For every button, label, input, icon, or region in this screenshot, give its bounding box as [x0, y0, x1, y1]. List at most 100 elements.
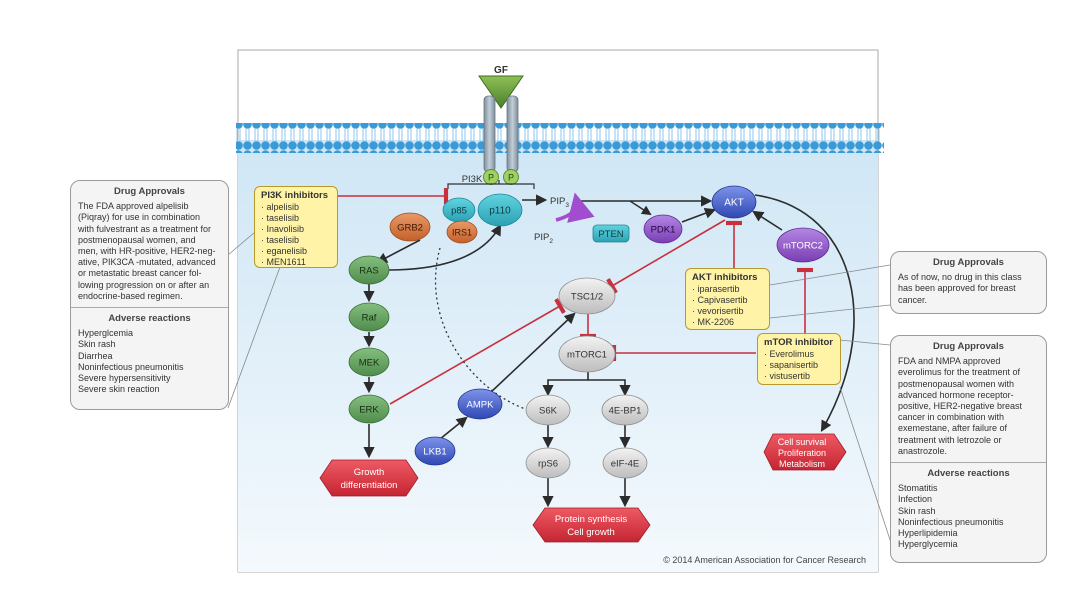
copyright-text: © 2014 American Association for Cancer R… — [663, 555, 866, 565]
left-callout-pointer-top — [227, 231, 256, 256]
protein-synthesis-outcome — [532, 507, 651, 543]
pten-label: PTEN — [598, 229, 623, 240]
cell-survival-outcome — [763, 433, 847, 471]
pi3k-adverse-item: Hyperglcemia — [78, 328, 134, 339]
mtor-adverse-list: Stomatitis Infection Skin rash Noninfect… — [898, 483, 1039, 550]
akt-approvals-title: Drug Approvals — [933, 257, 1004, 268]
ampk-to-tsc-arrow — [489, 312, 576, 394]
akt-callout-pointer-top — [769, 264, 891, 286]
mtor-inhibitors-title: mTOR inhibitor — [764, 337, 833, 348]
mtorc1-label: mTORC1 — [567, 350, 607, 361]
eif4e-label: eIF-4E — [611, 459, 640, 470]
s6k-node — [525, 394, 571, 426]
akt-inhibitor-item: MK-2206 — [692, 317, 763, 328]
tsc-label: TSC1/2 — [571, 292, 603, 303]
mtor-callout-pointer-top — [839, 339, 891, 346]
grb2-label: GRB2 — [397, 223, 423, 234]
proliferation-label: Proliferation — [778, 448, 826, 458]
raf-node — [348, 302, 390, 332]
phosphate-left-label: P — [488, 173, 494, 183]
mtor-adverse-item: Noninfectious pneumonitis — [898, 516, 1004, 527]
mtor-approvals-line: advanced hormone receptor- — [898, 389, 1014, 400]
cell-membrane — [236, 123, 884, 153]
pi3k-adverse-list: Hyperglcemia Skin rash Diarrhea Noninfec… — [78, 328, 221, 395]
mtor-approvals-section: Drug Approvals FDA and NMPA approved eve… — [891, 336, 1046, 462]
s6k-label: S6K — [539, 406, 558, 417]
pi3k-adverse-item: Severe hypersensitivity — [78, 373, 171, 384]
ampk-node — [457, 388, 503, 420]
akt-approvals-line: has been approved for breast — [898, 283, 1016, 294]
mtorc2-to-akt-arrow — [752, 210, 783, 231]
pi3k-approvals-line: or metastatic breast cancer fol- — [78, 268, 202, 279]
erk-inhibits-tsc — [389, 298, 566, 405]
pi3k-inhibitor-item: taselisib — [261, 213, 331, 224]
mtor-approvals-line: anastrozole. — [898, 445, 948, 456]
ampk-label: AMPK — [467, 400, 495, 411]
p110-label: p110 — [489, 206, 511, 217]
mtor-adverse-section: Adverse reactions Stomatitis Infection S… — [891, 462, 1046, 555]
mtor-inhibitors-list: Everolimus sapanisertib vistusertib — [764, 349, 834, 382]
pi3k-bracket — [447, 180, 535, 189]
receptor-left-chain — [483, 95, 496, 173]
connectors — [227, 188, 896, 556]
phosphate-right-label: P — [508, 173, 514, 183]
nodes: GF P P PI3K p85 p110 IRS1 GRB2 RAS Raf M… — [319, 65, 866, 565]
pi3k-approvals-title: Drug Approvals — [114, 186, 185, 197]
ras-label: RAS — [359, 266, 379, 277]
mtor-approvals-line: FDA and NMPA approved — [898, 356, 1001, 367]
growth-differentiation-outcome — [319, 459, 419, 497]
gf-label: GF — [494, 65, 508, 76]
mtor-approvals-line: exemestane, after failure of — [898, 423, 1008, 434]
growth-label: Growth — [354, 467, 385, 478]
pi3k-adverse-item: Severe skin reaction — [78, 384, 160, 395]
pi3k-approvals-line: ative, PIK3CA -mutated, advanced — [78, 257, 216, 268]
pi3k-approvals-line: men, with HR-positive, HER2-neg- — [78, 246, 216, 257]
ras-to-p110-arrow — [387, 224, 502, 271]
pi3k-inhibitor-item: alpelisib — [261, 202, 331, 213]
akt-callout-pointer-bottom — [769, 304, 891, 319]
p85-label: p85 — [451, 206, 467, 217]
pi3k-drug-approvals-callout: Drug Approvals The FDA approved alpelisi… — [70, 180, 229, 410]
pi3k-inhibitor-item: taselisib — [261, 235, 331, 246]
pi3k-adverse-item: Noninfectious pneumonitis — [78, 361, 184, 372]
pi3k-adverse-title: Adverse reactions — [108, 313, 191, 325]
akt-inhibitors-list: iparasertib Capivasertib vevorisertib MK… — [692, 284, 763, 328]
mtor-inhibitor-item: vistusertib — [764, 371, 834, 382]
differentiation-label: differentiation — [341, 480, 398, 491]
mtorc1-node — [558, 335, 616, 373]
protein-synthesis-label: Protein synthesis — [555, 514, 628, 525]
lkb1-label: LKB1 — [423, 447, 446, 458]
mtor-approvals-line: cancer in combination with — [898, 412, 1005, 423]
pip2-label: PIP2 — [534, 232, 553, 245]
4ebp1-node — [601, 394, 649, 426]
p110-node — [477, 193, 523, 227]
raf-label: Raf — [362, 313, 377, 324]
s6k-irs1-feedback — [434, 247, 529, 411]
eif4e-node — [602, 447, 648, 479]
pi3k-adverse-section: Adverse reactions Hyperglcemia Skin rash… — [71, 307, 228, 400]
cell-survival-label: Cell survival — [778, 437, 827, 447]
erk-node — [348, 394, 390, 424]
left-callout-pointer-bottom — [227, 266, 281, 409]
mtor-adverse-item: Hyperglycemia — [898, 539, 958, 550]
akt-approvals-line: cancer. — [898, 294, 928, 305]
grb2-to-ras-arrow — [376, 239, 421, 264]
pi3k-approvals-line: lowing progression on or after an — [78, 279, 210, 290]
akt-approvals-line: As of now, no drug in this class — [898, 272, 1022, 283]
mtorc1-to-4ebp1-arrow — [588, 379, 631, 397]
pi3k-inhibitor-item: eganelisib — [261, 246, 331, 257]
mtor-approvals-title: Drug Approvals — [933, 341, 1004, 352]
pdk1-to-akt-arrow — [681, 207, 717, 223]
pi3k-inhibitors-box: PI3K inhibitors alpelisib taselisib Inav… — [254, 186, 338, 268]
pdk1-label: PDK1 — [651, 225, 676, 236]
mtor-callout-pointer-bottom — [839, 386, 896, 556]
pip3-label: PIP3 — [550, 196, 569, 209]
mtor-drug-approvals-callout: Drug Approvals FDA and NMPA approved eve… — [890, 335, 1047, 563]
mtor-adverse-title: Adverse reactions — [927, 468, 1010, 480]
mtor-adverse-item: Stomatitis — [898, 483, 938, 494]
mtor-approvals-line: treatment with letrozole or — [898, 434, 1002, 445]
lkb1-node — [414, 436, 456, 466]
pip3-to-pdk1-arrow — [629, 200, 652, 216]
akt-approvals-section: Drug Approvals As of now, no drug in thi… — [891, 252, 1046, 311]
